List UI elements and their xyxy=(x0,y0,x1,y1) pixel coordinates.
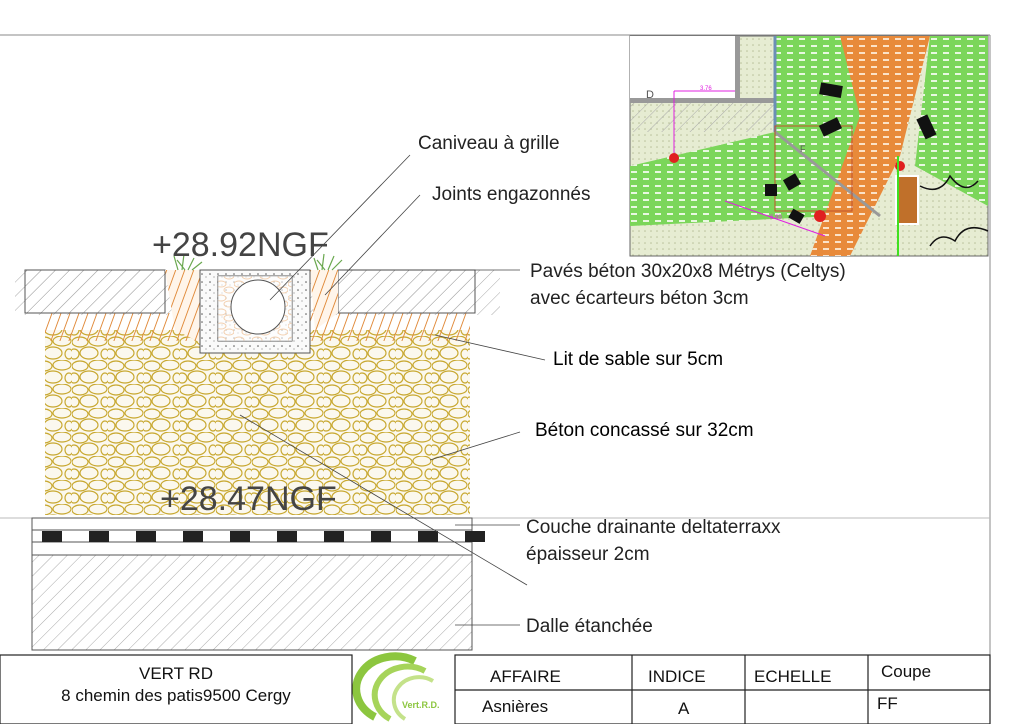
paver-left xyxy=(24,269,166,314)
company-name: VERT RD xyxy=(138,664,213,683)
drain-pipe xyxy=(230,279,286,335)
label-beton-concasse: Béton concassé sur 32cm xyxy=(535,420,754,441)
label-paves-line1: Pavés béton 30x20x8 Métrys (Celtys) xyxy=(530,261,846,282)
level-top: +28.92NGF xyxy=(152,226,329,264)
drainage-stud xyxy=(89,531,109,542)
company-logo xyxy=(352,652,435,722)
label-caniveau: Caniveau à grille xyxy=(418,133,560,154)
section-marker-f: F xyxy=(800,144,806,154)
plan-dimension: 3.76 xyxy=(700,86,712,92)
label-couche-line2: épaisseur 2cm xyxy=(526,544,650,565)
drainage-stud xyxy=(42,531,62,542)
paver-right xyxy=(337,269,476,314)
grass-tufts xyxy=(173,253,343,271)
crushed-concrete-layer xyxy=(45,330,470,515)
label-dalle: Dalle étanchée xyxy=(526,616,653,637)
logo-text: Vert.R.D. xyxy=(402,700,440,710)
level-bottom: +28.47NGF xyxy=(160,480,337,518)
title-block-grid xyxy=(0,654,991,724)
affaire-label: AFFAIRE xyxy=(490,667,561,686)
section-marker-d: D xyxy=(646,89,654,101)
indice-label: INDICE xyxy=(648,667,706,686)
coupe-value: FF xyxy=(877,694,898,713)
leader-lines xyxy=(239,154,546,626)
drainage-studs xyxy=(42,531,485,542)
drainage-stud xyxy=(465,531,485,542)
label-joints: Joints engazonnés xyxy=(432,184,591,205)
coupe-label: Coupe xyxy=(881,662,932,681)
affaire-value: Asnières xyxy=(482,697,549,716)
label-lit-sable: Lit de sable sur 5cm xyxy=(553,349,724,370)
drainage-stud xyxy=(324,531,344,542)
waterproofed-slab xyxy=(31,554,473,651)
company-address: 8 chemin des patis9500 Cergy xyxy=(61,686,291,705)
indice-value: A xyxy=(678,699,690,718)
label-paves-line2: avec écarteurs béton 3cm xyxy=(530,288,749,309)
drainage-stud xyxy=(277,531,297,542)
drainage-stud xyxy=(136,531,156,542)
label-couche-line1: Couche drainante deltaterraxx xyxy=(526,517,781,538)
drainage-stud xyxy=(418,531,438,542)
drainage-stud xyxy=(371,531,391,542)
echelle-label: ECHELLE xyxy=(754,667,832,686)
drainage-stud xyxy=(183,531,203,542)
plan-dimension: 6.80 xyxy=(770,215,782,221)
drainage-stud xyxy=(230,531,250,542)
site-plan-inset: 3.76 6.80 D F xyxy=(629,35,989,257)
